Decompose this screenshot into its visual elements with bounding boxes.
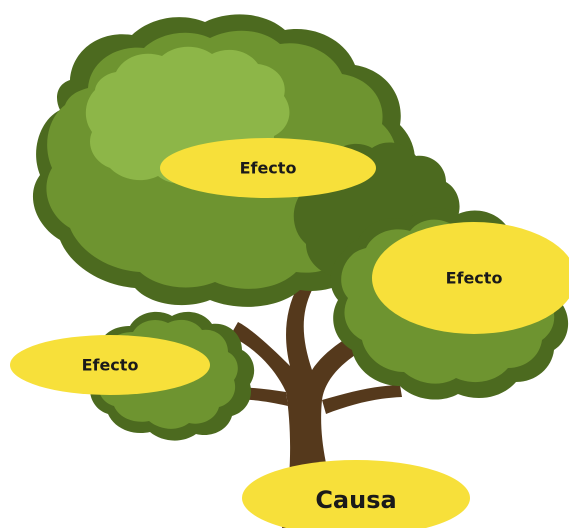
node-effect-right: Efecto bbox=[372, 222, 569, 334]
branch-right bbox=[322, 385, 402, 414]
effect-left-label: Efecto bbox=[82, 356, 139, 375]
trunk bbox=[230, 286, 385, 528]
cause-root-label: Causa bbox=[315, 486, 396, 514]
node-effect-left: Efecto bbox=[10, 335, 210, 395]
effect-top-ellipse bbox=[160, 138, 376, 198]
effect-left-ellipse bbox=[10, 335, 210, 395]
effect-right-label: Efecto bbox=[446, 269, 503, 288]
node-effect-top: Efecto bbox=[160, 138, 376, 198]
effect-top-label: Efecto bbox=[240, 159, 297, 178]
node-cause-root: Causa bbox=[242, 460, 470, 528]
effect-right-ellipse bbox=[372, 222, 569, 334]
cause-root-ellipse bbox=[242, 460, 470, 528]
tree-trunk bbox=[215, 286, 402, 528]
